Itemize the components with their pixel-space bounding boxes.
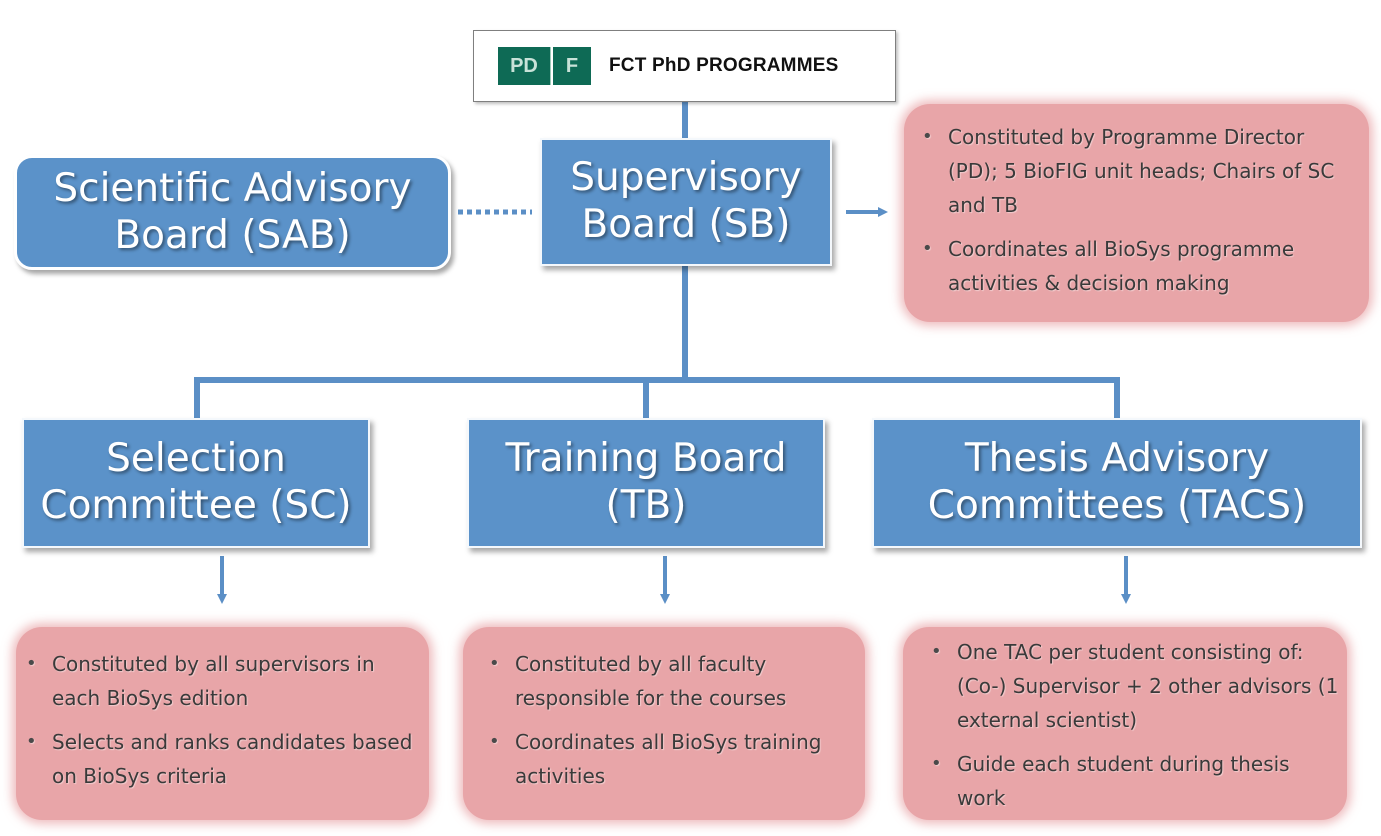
logo-title: FCT PhD PROGRAMMES (609, 55, 839, 76)
sb-bullet-item: Constituted by Programme Director (PD); … (916, 120, 1359, 222)
supervisory-board: Supervisory Board (SB) (540, 138, 832, 266)
sb-label-line2: Board (SB) (581, 202, 791, 247)
sb-description-note: Constituted by Programme Director (PD); … (904, 104, 1369, 322)
selection-committee: Selection Committee (SC) (22, 418, 370, 548)
tb-bullet-list: Constituted by all faculty responsible f… (483, 647, 857, 793)
sb-bullet-list: Constituted by Programme Director (PD); … (916, 120, 1359, 300)
tb-label-line1: Training Board (505, 436, 787, 482)
logo-mark-right: F (553, 47, 591, 85)
tacs-label-line1: Thesis Advisory (964, 436, 1270, 482)
sc-label-line2: Committee (SC) (40, 483, 352, 528)
tacs-bullet-list: One TAC per student consisting of: (Co-)… (925, 635, 1341, 815)
scientific-advisory-board: Scientific Advisory Board (SAB) (14, 155, 451, 270)
tb-bullet-item: Constituted by all faculty responsible f… (483, 647, 857, 715)
tacs-bullet-item: Guide each student during thesis work (925, 747, 1341, 815)
tacs-description-note: One TAC per student consisting of: (Co-)… (903, 627, 1347, 820)
sab-label-line2: Board (SAB) (114, 212, 351, 258)
sc-bullet-item: Constituted by all supervisors in each B… (20, 647, 421, 715)
sc-bullet-item: Selects and ranks candidates based on Bi… (20, 725, 421, 793)
logo-mark-left: PD (498, 47, 550, 85)
sab-label-line1: Scientific Advisory (53, 165, 412, 211)
tb-description-note: Constituted by all faculty responsible f… (463, 627, 865, 820)
sc-label-line1: Selection (106, 436, 286, 482)
thesis-advisory-committees: Thesis Advisory Committees (TACS) (872, 418, 1362, 548)
sc-description-note: Constituted by all supervisors in each B… (16, 627, 429, 820)
tb-bullet-item: Coordinates all BioSys training activiti… (483, 725, 857, 793)
programme-logo-box: PD F FCT PhD PROGRAMMES (473, 30, 896, 102)
tacs-bullet-item: One TAC per student consisting of: (Co-)… (925, 635, 1341, 737)
pdf-logo-mark: PD F (498, 47, 591, 85)
sc-bullet-list: Constituted by all supervisors in each B… (20, 647, 421, 793)
sb-label-line1: Supervisory (570, 155, 802, 201)
tb-label-line2: (TB) (605, 483, 687, 528)
logo-mark-separator (550, 47, 551, 85)
sb-bullet-item: Coordinates all BioSys programme activit… (916, 232, 1359, 300)
training-board: Training Board (TB) (467, 418, 825, 548)
tacs-label-line2: Committees (TACS) (927, 483, 1307, 528)
